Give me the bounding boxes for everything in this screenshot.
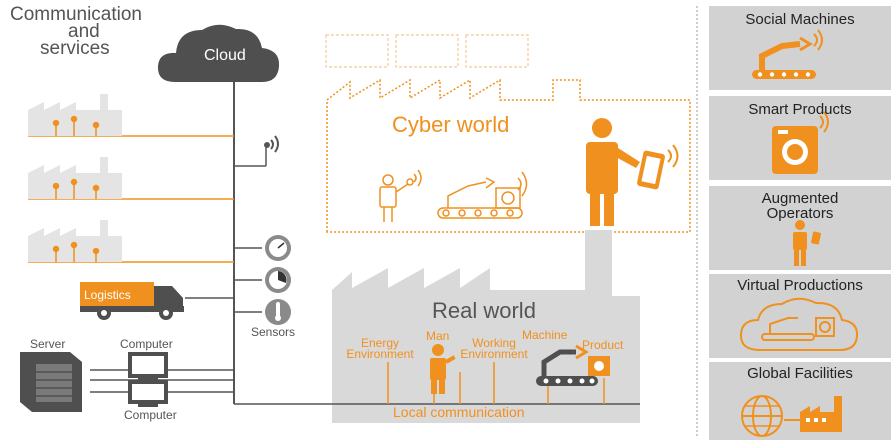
cyber-world-frame [326, 78, 691, 233]
energy-environment-label: Energy Environment [340, 336, 420, 361]
logistics-truck-icon [80, 282, 184, 320]
cyber-robot-line-icon [437, 171, 528, 219]
augmented-line: Augmented [761, 190, 839, 207]
product-label: Product [582, 338, 624, 352]
cloud-label: Cloud [204, 47, 246, 64]
cyber-world-label: Cyber world [392, 112, 510, 137]
panel-virtual-productions-title: Virtual Productions [737, 277, 863, 294]
tablet-wifi-icon [667, 144, 679, 168]
gauge-sensor-icon [265, 235, 291, 261]
title-line-3: services [40, 38, 110, 59]
factory-icon-2 [28, 157, 122, 199]
computer-top-label: Computer [120, 337, 173, 351]
real-world-label: Real world [432, 298, 536, 323]
panel-augmented-operators-title: Augmented Operators [709, 191, 891, 221]
timer-sensor-icon [265, 267, 291, 293]
panel-social-machines-title: Social Machines [745, 11, 855, 28]
thermometer-sensor-icon [265, 299, 291, 325]
man-label: Man [426, 329, 450, 343]
local-communication-label: Local communication [393, 404, 525, 420]
operator-with-tablet-icon [586, 118, 665, 226]
factory-icon-3 [28, 220, 122, 262]
energy-line: Energy [360, 336, 400, 350]
working-line: Working [472, 336, 516, 350]
working-environment-label: Working Environment [458, 336, 530, 361]
robot-arm-icon [752, 29, 823, 79]
real-world-man-icon [430, 344, 456, 394]
operators-line: Operators [766, 205, 834, 222]
sensors-label: Sensors [251, 325, 296, 339]
title-line-1: Communication [10, 4, 142, 25]
real-world-frame [332, 230, 640, 423]
cyber-worker-icon [379, 169, 422, 222]
operator-icon [793, 220, 821, 266]
diagram-title: Communication and services [10, 4, 220, 59]
computer-bottom-label: Computer [124, 408, 177, 422]
environment-line: Environment [346, 347, 414, 361]
real-world-connector-lines [387, 362, 605, 404]
machine-label: Machine [522, 328, 568, 342]
computer-icon-top [128, 352, 168, 382]
factory-icon-1 [28, 94, 122, 136]
globe-factory-icon [741, 395, 842, 437]
washing-machine-icon [772, 111, 829, 174]
panel-global-facilities-title: Global Facilities [747, 365, 853, 382]
logistics-label: Logistics [84, 288, 131, 302]
cyber-factory-outlines [325, 34, 529, 68]
server-label: Server [30, 337, 66, 351]
cloud-production-icon [739, 297, 859, 351]
panel-smart-products-title: Smart Products [748, 101, 852, 118]
working-environment-line: Environment [460, 347, 528, 361]
cloud-icon [157, 24, 280, 82]
factory-sensor-pins [52, 115, 100, 262]
computer-icon-bottom [128, 380, 168, 407]
title-line-2: and [68, 21, 100, 42]
server-icon [20, 352, 82, 412]
real-world-machine-icon [536, 344, 610, 386]
wifi-antenna-icon [264, 135, 279, 153]
